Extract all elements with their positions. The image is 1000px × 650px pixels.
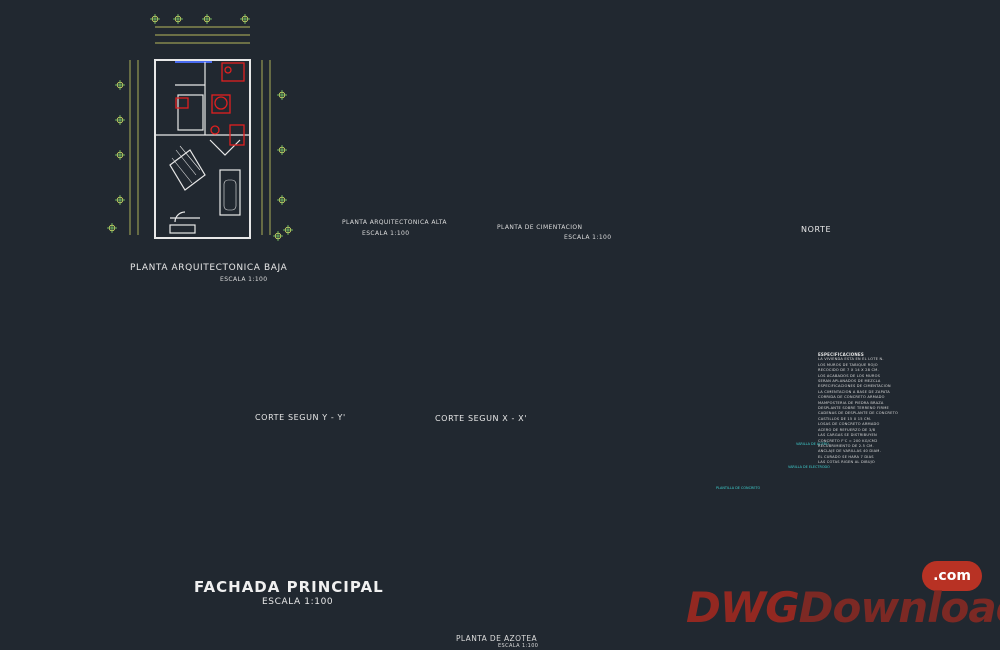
watermark-brand-suffix: Download xyxy=(798,583,1000,632)
spec-line: SERAN APLANADOS DE MEZCLA xyxy=(818,379,881,384)
spec-line: EL CURADO SE HARA 7 DIAS xyxy=(818,454,874,459)
planta-alta-scale: ESCALA 1:100 xyxy=(362,230,410,237)
spec-line: MAMPOSTERIA DE PIEDRA BRAZA xyxy=(818,400,884,405)
specifications-heading: ESPECIFICACIONES xyxy=(818,352,864,357)
planta-baja-dimension-marks xyxy=(106,13,294,242)
planta-alta-title: PLANTA ARQUITECTONICA ALTA xyxy=(342,219,447,226)
corte-yy-title: CORTE SEGUN Y - Y' xyxy=(255,413,346,422)
corte-xx-title: CORTE SEGUN X - X' xyxy=(435,414,527,423)
north-label: NORTE xyxy=(801,225,832,234)
spec-line: LOS ACABADOS DE LOS MUROS xyxy=(818,373,881,378)
planta-baja-scale: ESCALA 1:100 xyxy=(220,276,268,283)
spec-line: DESPLANTE SOBRE TERRENO FIRME xyxy=(818,406,889,411)
spec-line: LOS MUROS DE TABIQUE ROJO xyxy=(818,362,878,367)
spec-line: ANCLAJE DE VARILLAS 40 DIAM. xyxy=(818,449,881,454)
spec-line: CASTILLOS DE 15 X 15 CM. xyxy=(818,416,872,421)
planta-baja-title: PLANTA ARQUITECTONICA BAJA xyxy=(130,263,288,273)
detail-tag-2: VARILLA DE ELECTRODO xyxy=(788,465,830,469)
spec-line: ESPECIFICACIONES DE CIMENTACION xyxy=(818,384,891,389)
spec-line: RECUBRIMIENTO DE 2.5 CM. xyxy=(818,443,874,448)
spec-line: LAS CARGAS SE DISTRIBUYEN xyxy=(818,433,877,438)
specifications-notes: ESPECIFICACIONES LA VIVIENDA ESTA EN EL … xyxy=(818,350,923,466)
spec-line: CONCRETO F'C = 200 KG/CM2 xyxy=(818,438,878,443)
watermark-logo: DWGDownload xyxy=(686,583,1000,632)
cimentacion-title: PLANTA DE CIMENTACION xyxy=(497,224,583,231)
watermark-domain-badge: .com xyxy=(922,561,982,591)
spec-line: ACERO DE REFUERZO DE 3/8 xyxy=(818,427,876,432)
spec-line: CORRIDA DE CONCRETO ARMADO xyxy=(818,395,885,400)
watermark-brand-prefix: DWG xyxy=(686,583,800,632)
spec-line: LA CIMENTACION A BASE DE ZAPATA xyxy=(818,389,890,394)
fachada-scale: ESCALA 1:100 xyxy=(262,597,334,607)
planta-baja xyxy=(106,13,294,242)
detail-tag-1: VARILLA DE ACERO xyxy=(796,442,829,446)
detail-tag-3: PLANTILLA DE CONCRETO xyxy=(716,486,761,490)
spec-line: RECOCIDO DE 7 X 14 X 28 CM. xyxy=(818,368,879,373)
azotea-title: PLANTA DE AZOTEA xyxy=(456,634,538,643)
fachada-title: FACHADA PRINCIPAL xyxy=(194,578,384,596)
cimentacion-scale: ESCALA 1:100 xyxy=(564,234,612,241)
spec-line: LAS COTAS RIGEN AL DIBUJO xyxy=(818,460,875,465)
spec-line: CADENAS DE DESPLANTE DE CONCRETO xyxy=(818,411,898,416)
spec-line: LA VIVIENDA ESTA EN EL LOTE N. xyxy=(818,357,884,362)
azotea-scale: ESCALA 1:100 xyxy=(498,643,539,649)
spec-line: LOSAS DE CONCRETO ARMADO xyxy=(818,422,880,427)
